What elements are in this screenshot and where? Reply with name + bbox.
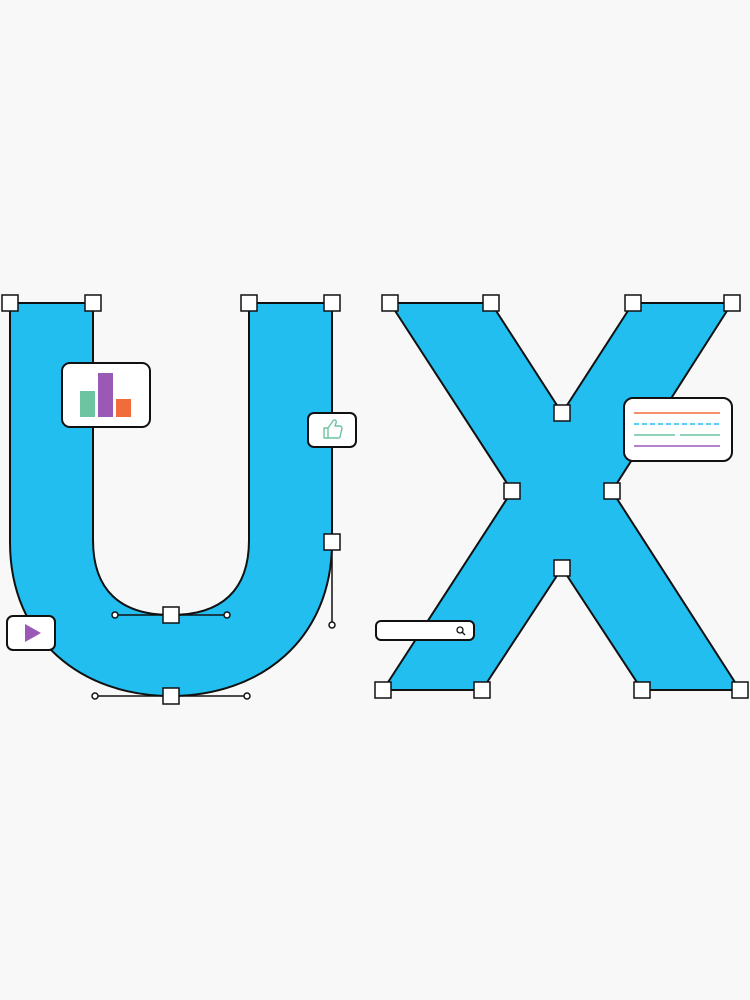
text-lines-icon [634,412,720,447]
chart-bar [80,391,95,417]
search-bar [375,620,475,641]
anchor-point [240,294,258,312]
anchor-point [482,294,500,312]
bar-chart-icon [80,373,131,417]
anchor-point [374,681,392,699]
play-icon [25,624,41,642]
anchor-point [381,294,399,312]
anchor-point [162,606,180,624]
anchor-point [553,404,571,422]
anchor-point [162,687,180,705]
anchor-point [633,681,651,699]
thumbs-up-icon [323,419,343,439]
anchor-point [84,294,102,312]
thumbs-up-card [307,412,357,448]
anchor-point [323,294,341,312]
letter-u-shape [9,302,333,697]
anchor-point [323,533,341,551]
anchor-point [1,294,19,312]
search-icon [456,626,466,636]
video-card [6,615,56,651]
anchor-point [731,681,749,699]
bar-chart-card [61,362,151,428]
anchor-point [624,294,642,312]
anchor-point [603,482,621,500]
anchor-points-u [1,294,341,705]
chart-bar [116,399,131,417]
anchor-point [473,681,491,699]
text-lines-card [623,397,733,462]
anchor-point [503,482,521,500]
anchor-point [723,294,741,312]
anchor-points-x [374,294,749,699]
chart-bar [98,373,113,417]
anchor-point [553,559,571,577]
